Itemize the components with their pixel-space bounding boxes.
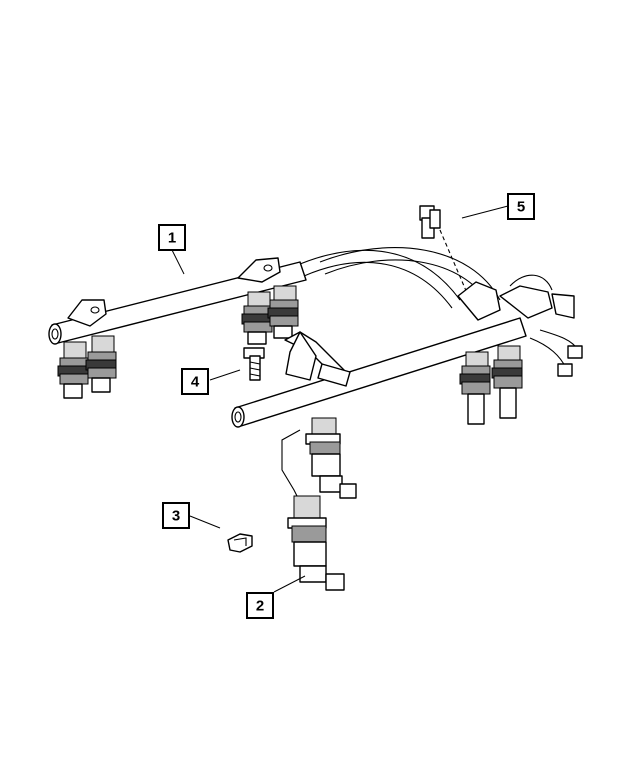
rail-bolt [419,205,501,321]
rear-middle-injectors [241,285,299,345]
callout-1-label: 1 [168,230,176,247]
callout-5-label: 5 [517,199,525,216]
rear-left-injectors [57,335,117,399]
front-left-injector [305,417,357,499]
front-fuel-rail [231,274,583,499]
callout-4-label: 4 [191,374,200,391]
callout-5: 5 [507,193,535,220]
bracket-bolt [243,347,265,381]
callout-2-label: 2 [256,598,264,615]
front-right-injectors [459,345,523,425]
callout-1: 1 [158,224,186,251]
fuel-injector [281,429,345,591]
callout-3: 3 [162,502,190,529]
retaining-clip [227,533,253,553]
callout-3-label: 3 [172,508,180,525]
leader-lines [171,205,509,593]
callout-2: 2 [246,592,274,619]
rear-fuel-rail [48,257,307,399]
callout-4: 4 [181,368,209,395]
mounting-bracket [284,331,351,387]
